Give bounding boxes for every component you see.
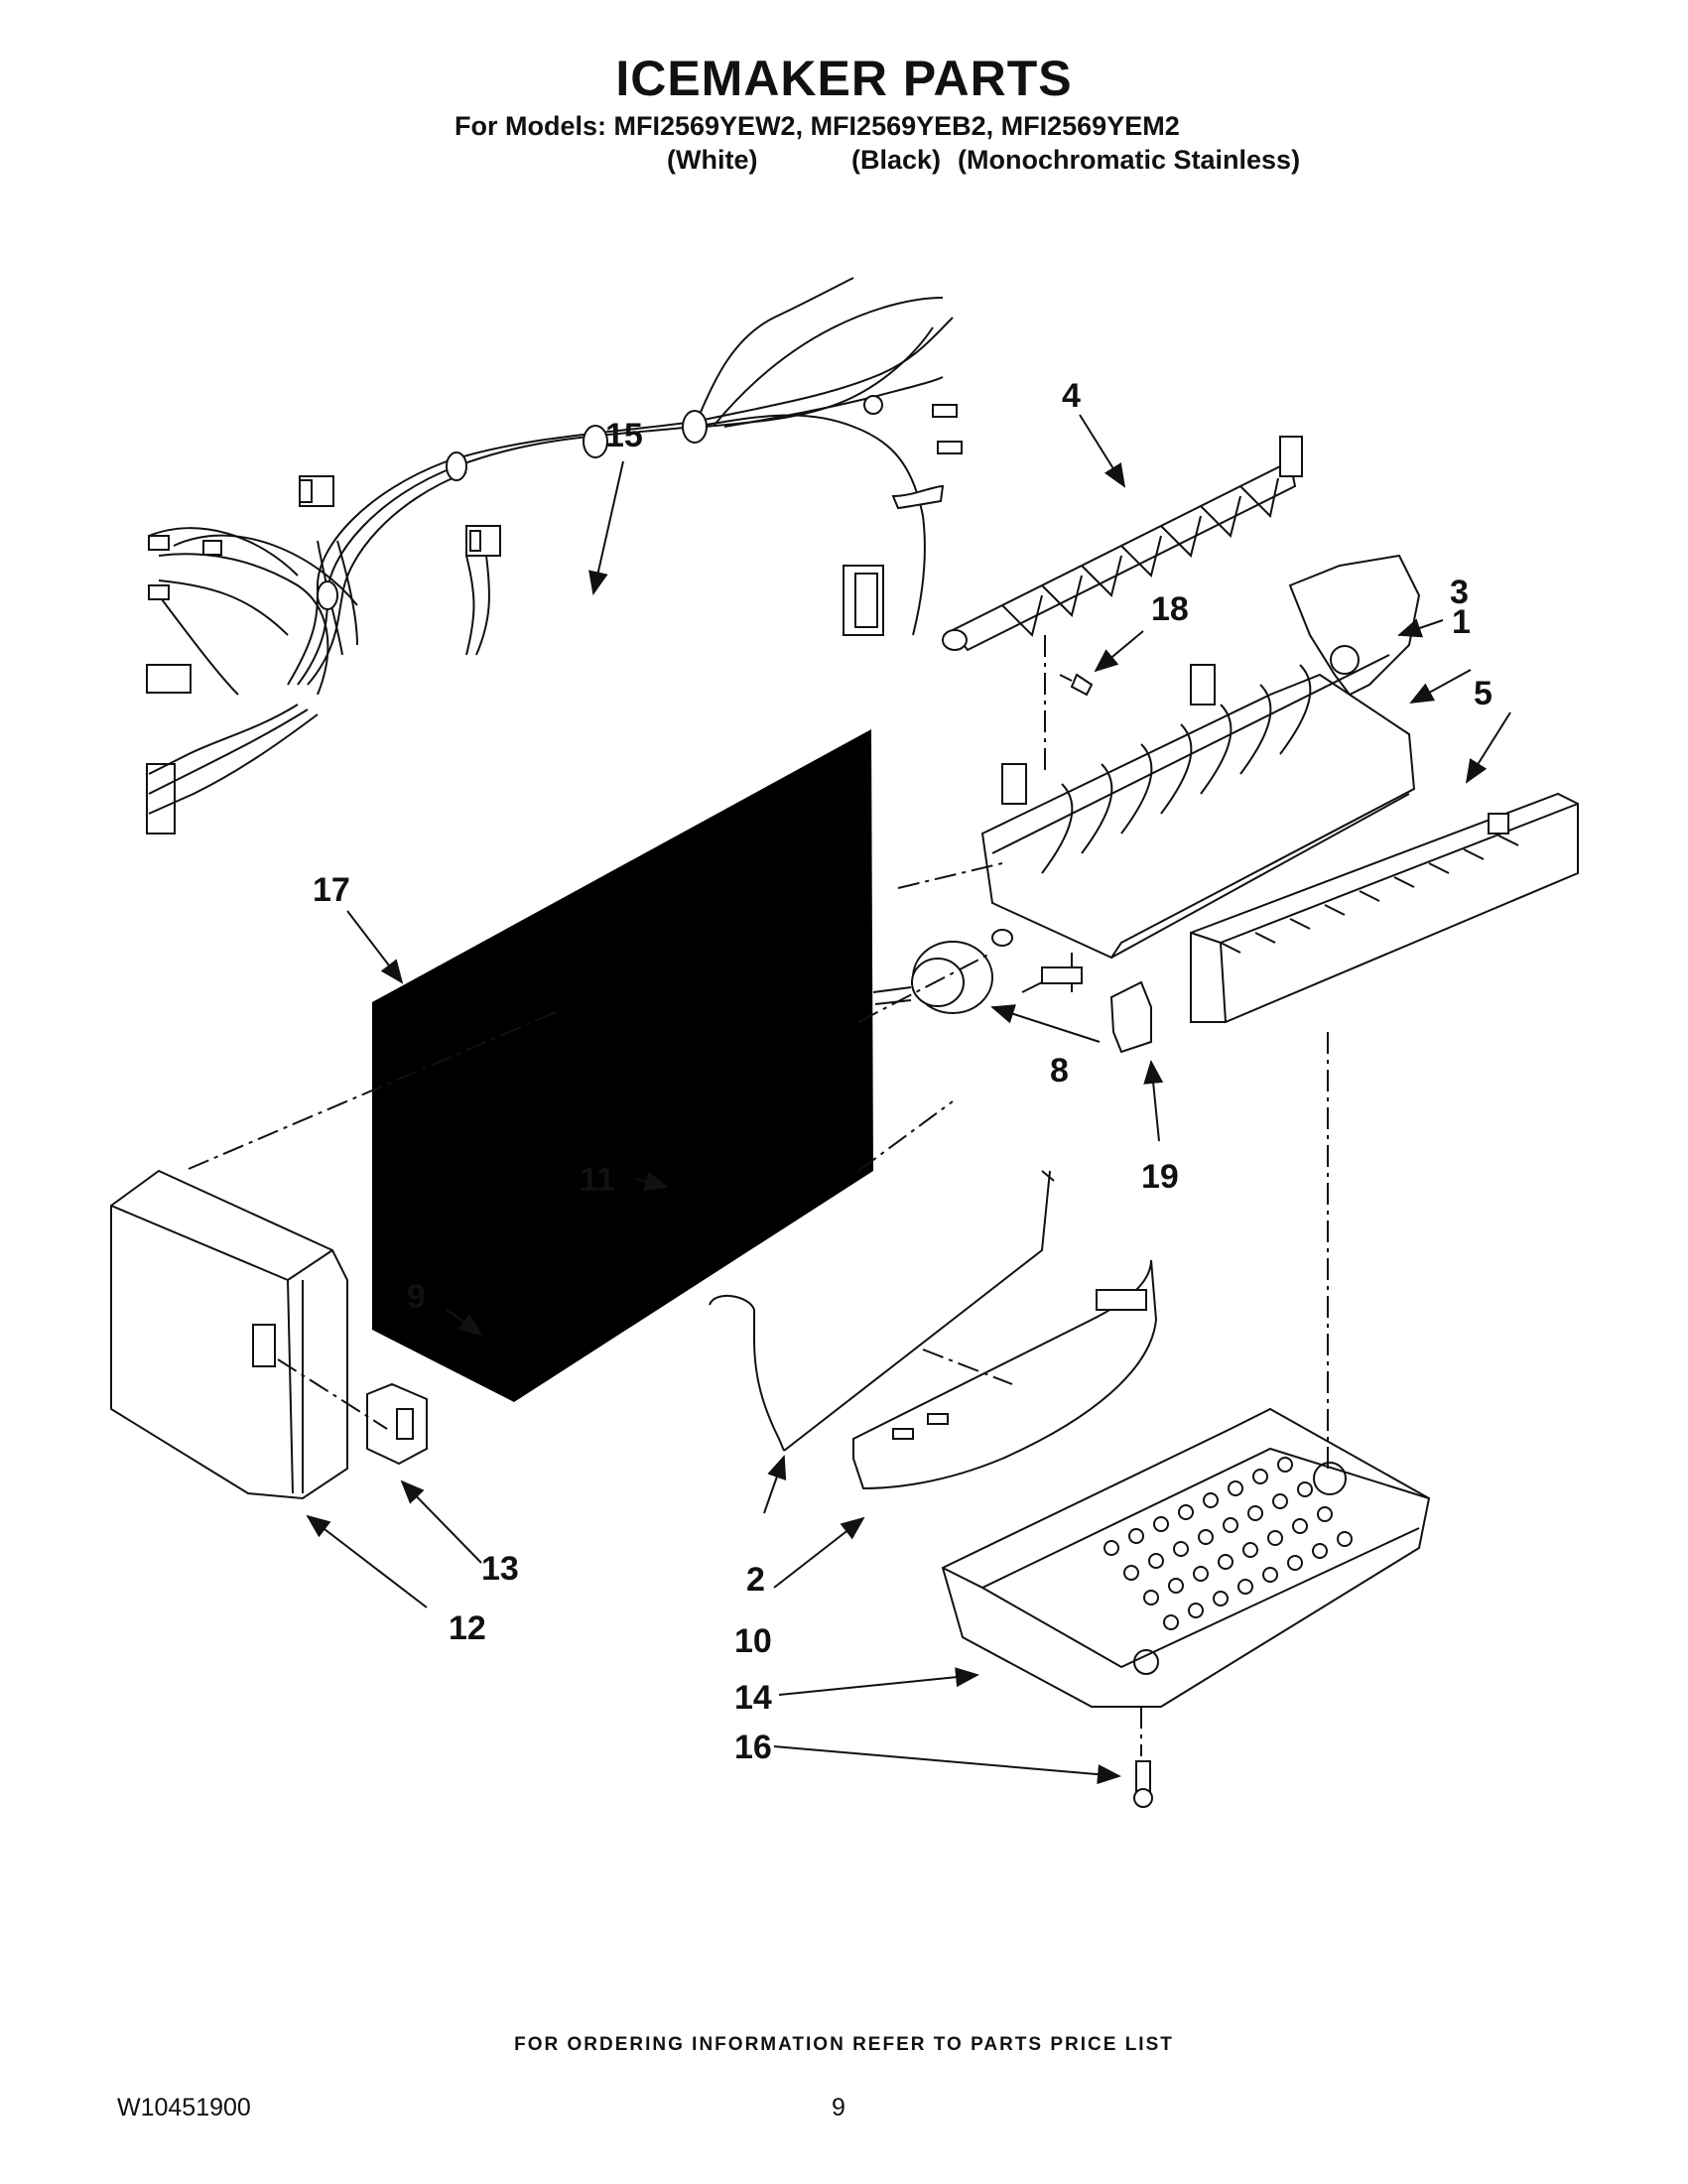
callout-2: 2 xyxy=(746,1561,765,1599)
clip-drawing xyxy=(1109,980,1152,1054)
shutoff-arm-drawing xyxy=(709,1170,1055,1452)
callout-9: 9 xyxy=(407,1278,426,1316)
bearing-drawing xyxy=(1288,554,1421,697)
callout-4: 4 xyxy=(1062,377,1081,415)
callout-19: 19 xyxy=(1141,1158,1179,1196)
thermostat-drawing xyxy=(872,929,1083,1014)
icemaker-mold-drawing xyxy=(980,654,1416,992)
screw-drawing-18 xyxy=(1059,673,1094,697)
ice-tray-base-drawing xyxy=(941,1407,1431,1708)
switch-drawing xyxy=(366,1382,428,1466)
assembly-17-boundary xyxy=(372,729,873,1402)
callout-1: 1 xyxy=(1452,603,1471,641)
callout-18: 18 xyxy=(1151,590,1189,628)
screw-drawing-16 xyxy=(1133,1760,1153,1808)
page-number: 9 xyxy=(832,2094,845,2121)
callout-8: 8 xyxy=(1050,1052,1069,1090)
model-color-stainless: (Monochromatic Stainless) xyxy=(958,145,1301,175)
callout-13: 13 xyxy=(481,1550,519,1588)
document-number: W10451900 xyxy=(117,2094,251,2121)
callout-5: 5 xyxy=(1474,675,1493,712)
wire-harness-drawing xyxy=(146,277,963,835)
model-color-white: (White) xyxy=(667,145,758,175)
ice-bucket-lid-drawing xyxy=(852,1259,1158,1490)
page-title: ICEMAKER PARTS xyxy=(615,51,1073,106)
alignment-lines xyxy=(188,635,1329,1756)
stripper-cover-drawing xyxy=(1190,792,1579,1023)
callout-15: 15 xyxy=(605,417,643,454)
ordering-note: FOR ORDERING INFORMATION REFER TO PARTS … xyxy=(514,2034,1174,2055)
model-color-black: (Black) xyxy=(851,145,942,175)
callout-17: 17 xyxy=(313,871,350,909)
callout-3: 3 xyxy=(1450,574,1469,611)
models-line: For Models: MFI2569YEW2, MFI2569YEB2, MF… xyxy=(454,111,1180,141)
ejector-drawing xyxy=(942,436,1303,652)
callout-10: 10 xyxy=(734,1622,772,1660)
callout-16: 16 xyxy=(734,1729,772,1766)
callout-14: 14 xyxy=(734,1679,772,1717)
callout-leaders xyxy=(306,414,1511,1785)
callout-12: 12 xyxy=(449,1609,486,1647)
front-cover-drawing xyxy=(110,1169,348,1500)
callout-11: 11 xyxy=(580,1161,615,1199)
callout-numbers: 1 2 3 4 5 8 9 10 11 12 13 14 15 16 17 18… xyxy=(313,377,1493,1766)
